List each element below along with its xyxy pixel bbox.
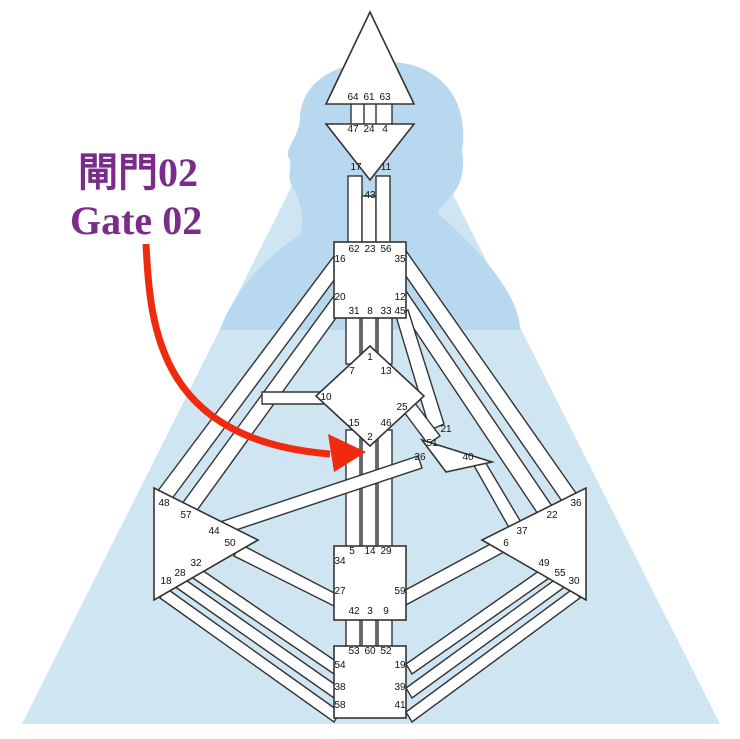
sacral-centre [333, 545, 407, 621]
gate-label-24: 24 [363, 124, 375, 135]
gate-label-63: 63 [379, 92, 391, 103]
gate-label-30: 30 [568, 576, 580, 587]
gate-label-28: 28 [174, 568, 186, 579]
gate-label-15: 15 [348, 418, 360, 429]
gate-label-11: 11 [381, 162, 392, 173]
gate-label-54: 54 [334, 660, 346, 671]
centres [153, 10, 587, 719]
throat-centre [333, 241, 407, 319]
channel-17-62 [347, 175, 363, 245]
gate-label-44: 44 [208, 526, 220, 537]
channel-46-29 [377, 429, 393, 551]
gate-label-60: 60 [364, 646, 376, 657]
ajna-centre [324, 123, 416, 182]
gate-label-6: 6 [503, 538, 509, 549]
gate-label-59: 59 [394, 586, 406, 597]
gate-label-53: 53 [348, 646, 360, 657]
gate-label-50: 50 [224, 538, 236, 549]
gate-label-23: 23 [364, 244, 376, 255]
channel-9-52 [377, 615, 393, 651]
gate-label-27: 27 [334, 586, 346, 597]
gate-label-40: 40 [462, 452, 474, 463]
solar-plexus-centre [480, 486, 587, 602]
root-centre [333, 645, 407, 719]
gate-label-49: 49 [538, 558, 550, 569]
gate-label-20: 20 [334, 292, 346, 303]
channels [152, 101, 581, 724]
channel-11-56 [375, 175, 391, 245]
gate-label-21: 21 [440, 424, 452, 435]
gate-label-45: 45 [394, 306, 406, 317]
gate-label-7: 7 [349, 366, 355, 377]
gate-label-51: 51 [426, 438, 438, 449]
gate-label-39: 39 [394, 682, 406, 693]
gate-label-55: 55 [554, 568, 566, 579]
gate-label-10: 10 [320, 392, 332, 403]
gate-label-8: 8 [367, 306, 373, 317]
gate-label-48: 48 [158, 498, 170, 509]
gate-label-1: 1 [367, 352, 373, 363]
gate-label-14: 14 [364, 546, 376, 557]
channel-63-4 [375, 101, 393, 127]
gate-label-22: 22 [546, 510, 558, 521]
gate-label-25: 25 [396, 402, 408, 413]
gate-label-42: 42 [348, 606, 360, 617]
gate-label-3: 3 [367, 606, 373, 617]
gate-label-32: 32 [190, 558, 202, 569]
gate-label-61: 61 [363, 92, 375, 103]
spleen-centre [153, 486, 260, 602]
channel-41-30 [405, 586, 581, 724]
gate-label-13: 13 [380, 366, 392, 377]
ego-centre [419, 438, 496, 473]
gate-label-17: 17 [350, 162, 362, 173]
channel-43-23 [361, 195, 377, 245]
head-centre [324, 10, 416, 105]
gate-label-57: 57 [180, 510, 192, 521]
gate-label-18: 18 [160, 576, 172, 587]
gate-label-64: 64 [347, 92, 359, 103]
gate-label-16: 16 [334, 254, 346, 265]
gate-label-37: 37 [516, 526, 528, 537]
gate-label-47: 47 [347, 124, 359, 135]
gate-label-9: 9 [383, 606, 389, 617]
gate-label-58: 58 [334, 700, 346, 711]
gate-label-2: 2 [367, 432, 373, 443]
pointer-arrow-shaft [142, 243, 331, 458]
gate-label-29: 29 [380, 546, 392, 557]
gate-label-5: 5 [349, 546, 355, 557]
gate-label-41: 41 [394, 700, 406, 711]
channel-2-14 [361, 429, 377, 551]
gate-label-31: 31 [348, 306, 360, 317]
gate-label-35: 35 [394, 254, 406, 265]
gate-label-34: 34 [334, 556, 346, 567]
channel-3-60 [361, 615, 377, 651]
gate-label-12: 12 [394, 292, 406, 303]
gate-label-4: 4 [382, 124, 388, 135]
g-centre [314, 344, 426, 448]
gate-label-43: 43 [364, 190, 376, 201]
gate-label-26: 26 [414, 452, 426, 463]
gate-label-52: 52 [380, 646, 392, 657]
pointer-arrowhead [328, 434, 366, 472]
gate-label-46: 46 [380, 418, 392, 429]
gate-label-36: 36 [570, 498, 582, 509]
gate-label-33: 33 [380, 306, 392, 317]
gate-label-19: 19 [394, 660, 406, 671]
gate-label-56: 56 [380, 244, 392, 255]
gate-label-62: 62 [348, 244, 360, 255]
channel-42-53 [345, 615, 361, 651]
gate-label-38: 38 [334, 682, 346, 693]
